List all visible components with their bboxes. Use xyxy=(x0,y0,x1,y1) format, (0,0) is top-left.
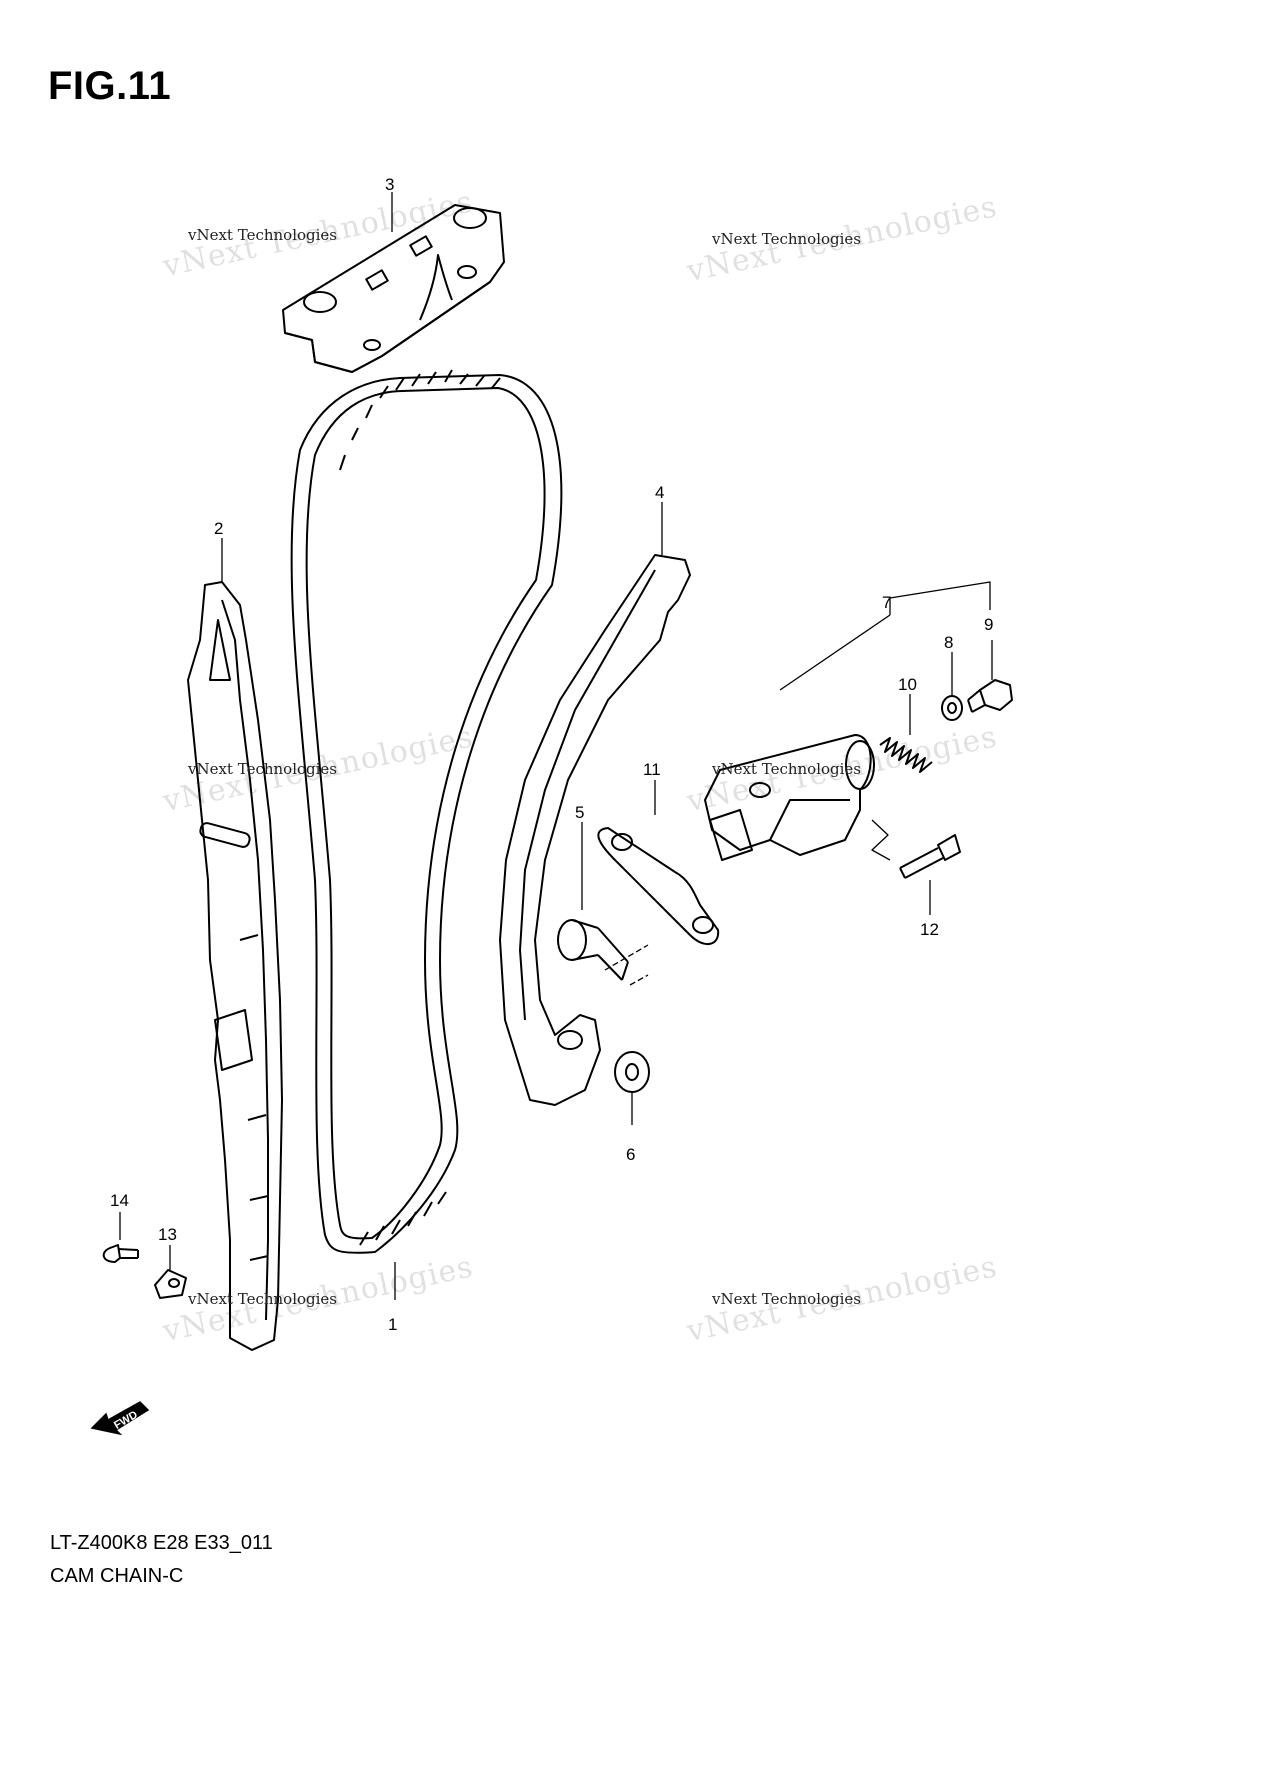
tensioner-guide xyxy=(499,554,691,1106)
callout-5: 5 xyxy=(575,803,584,822)
callout-13: 13 xyxy=(158,1225,177,1244)
clamp xyxy=(154,1269,187,1299)
chain-guide-top xyxy=(282,204,505,373)
watermark-small: vNext Technologies xyxy=(712,1290,862,1308)
group-name: CAM CHAIN-C xyxy=(50,1565,184,1587)
forward-arrow-icon: FWD xyxy=(90,1401,150,1436)
callout-7: 7 xyxy=(882,593,891,612)
cam-chain xyxy=(290,369,563,1254)
callout-14: 14 xyxy=(110,1191,129,1210)
leader-lines xyxy=(119,192,993,1300)
callout-2: 2 xyxy=(214,519,223,538)
screw xyxy=(102,1244,139,1263)
pivot-bolt xyxy=(557,919,629,981)
model-code: LT-Z400K8 E28 E33_011 xyxy=(50,1532,273,1554)
spring xyxy=(879,737,933,773)
callout-8: 8 xyxy=(944,633,953,652)
sealing-washer xyxy=(941,695,963,721)
callout-3: 3 xyxy=(385,175,394,194)
cap-bolt xyxy=(967,679,1013,713)
callout-10: 10 xyxy=(898,675,917,694)
watermark-small: vNext Technologies xyxy=(188,760,338,778)
forward-arrow-label: FWD xyxy=(112,1409,140,1432)
tensioner-adjuster xyxy=(704,734,875,861)
figure-title: FIG.11 xyxy=(48,64,172,108)
callout-1: 1 xyxy=(388,1315,397,1334)
watermark-small: vNext Technologies xyxy=(188,226,338,244)
tensioner-gasket xyxy=(597,827,720,945)
callout-11: 11 xyxy=(643,760,661,779)
callout-12: 12 xyxy=(920,920,939,939)
callout-6: 6 xyxy=(626,1145,635,1164)
watermark-small: vNext Technologies xyxy=(712,230,862,248)
watermark-small: vNext Technologies xyxy=(712,760,862,778)
chain-guide-left xyxy=(187,581,283,1351)
callout-9: 9 xyxy=(984,615,993,634)
tensioner-bolt xyxy=(899,834,961,879)
callout-4: 4 xyxy=(655,483,664,502)
callout-labels: 1 2 3 4 5 6 7 8 9 10 11 12 13 14 xyxy=(110,175,993,1334)
watermark-small: vNext Technologies xyxy=(188,1290,338,1308)
washer xyxy=(614,1051,650,1093)
